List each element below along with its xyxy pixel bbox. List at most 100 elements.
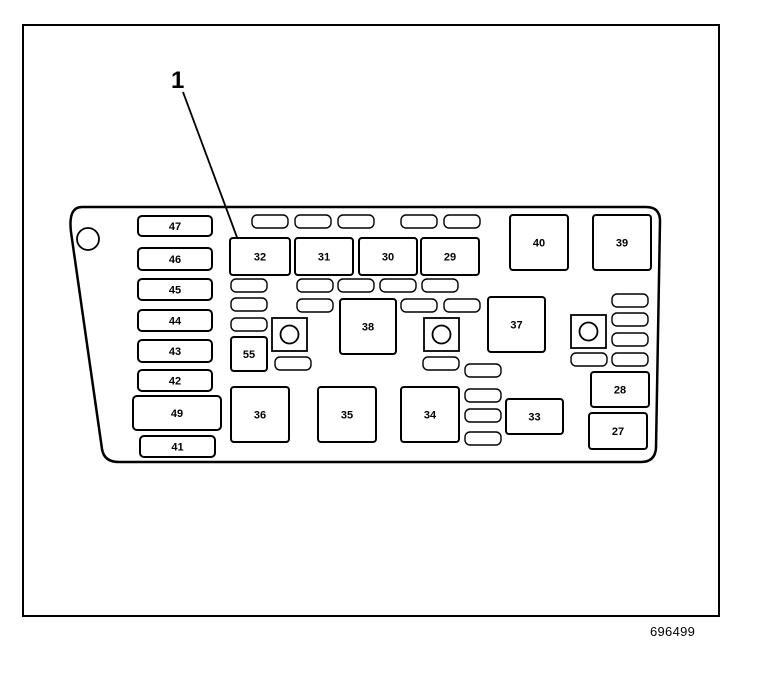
small-fuse: [296, 278, 334, 293]
box-label: 33: [528, 412, 540, 424]
box-outline: [505, 398, 564, 435]
stud-icon: [578, 321, 599, 342]
box-label: 35: [341, 410, 353, 422]
callout-label: 1: [171, 67, 184, 94]
small-fuse: [464, 363, 502, 378]
small-fuse: [464, 431, 502, 446]
box-outline: [592, 214, 652, 271]
small-fuse: [337, 278, 375, 293]
box-outline: [137, 278, 213, 301]
stud-terminals: [271, 314, 607, 352]
box-outline: [400, 386, 460, 443]
fuse-46: 46: [137, 247, 213, 271]
box-label: 34: [424, 410, 437, 422]
small-fuse: [422, 356, 460, 371]
box-outline: [590, 371, 650, 408]
small-fuse: [230, 317, 268, 332]
relay-27: 27: [588, 412, 648, 450]
box-outline: [294, 237, 354, 276]
small-fuse: [421, 278, 459, 293]
small-fuse: [443, 298, 481, 313]
fuse-41: 41: [139, 435, 216, 458]
small-fuse: [611, 352, 649, 367]
relay-29: 29: [420, 237, 480, 276]
fuse-47: 47: [137, 215, 213, 237]
relay-39: 39: [592, 214, 652, 271]
box-label: 43: [169, 346, 181, 358]
box-outline: [230, 336, 268, 372]
box-label: 45: [169, 285, 181, 297]
box-outline: [137, 247, 213, 271]
box-outline: [230, 386, 290, 443]
box-outline: [137, 309, 213, 332]
fuse-43: 43: [137, 339, 213, 363]
stud-icon: [279, 324, 300, 345]
relay-37: 37: [487, 296, 546, 353]
fuse-49: 49: [132, 395, 222, 431]
box-outline: [509, 214, 569, 271]
small-fuse: [570, 352, 608, 367]
labeled-boxes: 47 46 45 44 43 42 49 41 32 31 30 29 40 39 38 37 55 36 35 34…: [132, 214, 652, 458]
small-fuse: [251, 214, 289, 229]
box-outline: [317, 386, 377, 443]
box-label: 55: [243, 349, 255, 361]
relay-35: 35: [317, 386, 377, 443]
box-outline: [588, 412, 648, 450]
relay-34: 34: [400, 386, 460, 443]
box-outline: [339, 298, 397, 355]
figure-id: 696499: [650, 624, 696, 639]
box-label: 44: [169, 316, 182, 328]
box-label: 41: [171, 442, 183, 454]
small-fuse: [400, 214, 438, 229]
relay-33: 33: [505, 398, 564, 435]
small-fuse: [274, 356, 312, 371]
box-label: 47: [169, 221, 181, 233]
small-fuse: [230, 278, 268, 293]
box-outline: [420, 237, 480, 276]
box-label: 32: [254, 252, 266, 264]
box-outline: [137, 215, 213, 237]
box-outline: [137, 339, 213, 363]
small-fuse: [611, 332, 649, 347]
relay-40: 40: [509, 214, 569, 271]
relay-28: 28: [590, 371, 650, 408]
mounting-hole: [76, 227, 100, 251]
small-fuse: [230, 297, 268, 312]
box-outline: [229, 237, 291, 276]
box-label: 42: [169, 376, 181, 388]
small-fuse: [611, 312, 649, 327]
fuse-44: 44: [137, 309, 213, 332]
box-label: 40: [533, 238, 545, 250]
box-label: 46: [169, 254, 181, 266]
box-label: 36: [254, 410, 266, 422]
small-fuse: [296, 298, 334, 313]
box-outline: [139, 435, 216, 458]
box-label: 28: [614, 385, 626, 397]
relay-30: 30: [358, 237, 418, 276]
small-fuse: [611, 293, 649, 308]
box-label: 49: [171, 408, 183, 420]
callout-leader-line: [182, 91, 239, 241]
relay-38: 38: [339, 298, 397, 355]
fuse-55: 55: [230, 336, 268, 372]
box-label: 31: [318, 252, 330, 264]
small-fuse: [379, 278, 417, 293]
relay-31: 31: [294, 237, 354, 276]
small-fuse: [443, 214, 481, 229]
small-fuse: [400, 298, 438, 313]
fuse-45: 45: [137, 278, 213, 301]
relay-36: 36: [230, 386, 290, 443]
box-label: 38: [362, 322, 374, 334]
box-label: 29: [444, 252, 456, 264]
stud-icon: [431, 324, 452, 345]
small-fuse: [337, 214, 375, 229]
fuse-42: 42: [137, 369, 213, 392]
box-label: 37: [510, 320, 522, 332]
small-fuse: [464, 388, 502, 403]
box-label: 39: [616, 238, 628, 250]
box-label: 30: [382, 252, 394, 264]
box-outline: [137, 369, 213, 392]
relay-32: 32: [229, 237, 291, 276]
